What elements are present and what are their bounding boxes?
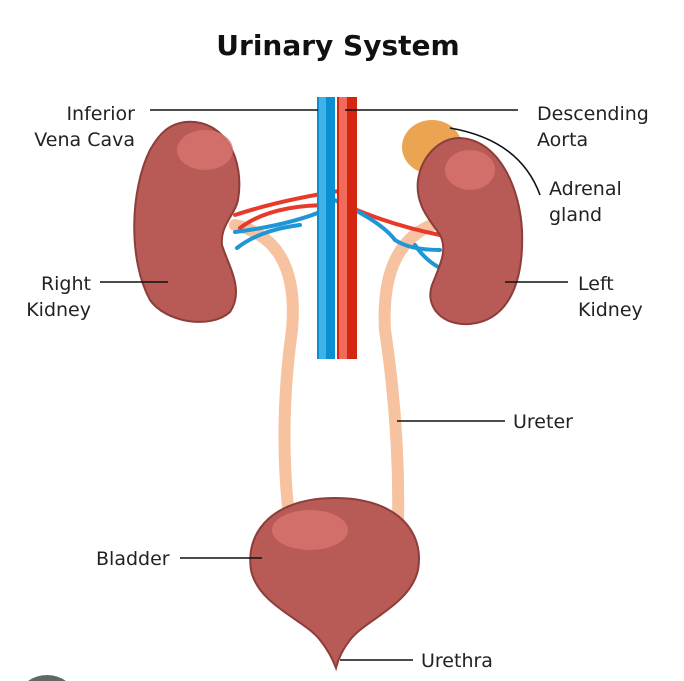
overlay-button[interactable]	[28, 674, 66, 681]
label-right-kidney-1: Right	[41, 273, 91, 295]
label-bladder: Bladder	[96, 548, 170, 570]
label-left-kidney-1: Left	[578, 273, 614, 295]
label-ivc-2: Vena Cava	[34, 129, 135, 151]
label-urethra: Urethra	[421, 650, 493, 672]
label-adrenal-2: gland	[549, 204, 602, 226]
label-aorta-2: Aorta	[537, 129, 588, 151]
diagram-title: Urinary System	[216, 29, 459, 62]
ureters	[229, 216, 446, 531]
right-kidney	[133, 120, 241, 323]
label-right-kidney-2: Kidney	[26, 299, 91, 321]
label-left-kidney-2: Kidney	[578, 299, 643, 321]
left-kidney	[416, 136, 524, 326]
adrenal-leader	[449, 127, 541, 196]
label-ureter: Ureter	[513, 411, 573, 433]
label-ivc-1: Inferior	[66, 103, 135, 125]
bladder	[249, 496, 420, 672]
descending-aorta	[337, 97, 357, 359]
inferior-vena-cava	[317, 97, 335, 359]
label-aorta-1: Descending	[537, 103, 649, 125]
label-adrenal-1: Adrenal	[549, 178, 622, 200]
